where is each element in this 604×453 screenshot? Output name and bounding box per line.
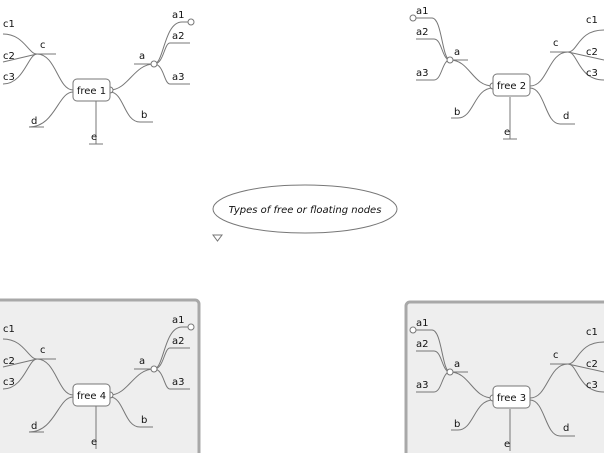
free-1-node-e[interactable]: e (91, 132, 97, 143)
free-1-root-label: free 1 (77, 86, 106, 97)
free-4-node-a3[interactable]: a3 (172, 377, 185, 388)
free-4-node-c3[interactable]: c3 (3, 377, 15, 388)
free-2-node-c2[interactable]: c2 (586, 47, 598, 58)
free-2-node-c3[interactable]: c3 (586, 68, 598, 79)
free-1-node-c2[interactable]: c2 (3, 51, 15, 62)
free-1-node-a1[interactable]: a1 (172, 10, 185, 21)
free-3-node-a2[interactable]: a2 (416, 339, 429, 350)
free-4-node-e[interactable]: e (91, 437, 97, 448)
free-2-root-node[interactable] (492, 73, 531, 97)
free-1-node-a2[interactable]: a2 (172, 31, 185, 42)
free-1-node-a[interactable]: a (139, 51, 145, 62)
free-4-root-label: free 4 (77, 391, 106, 402)
free-4-node-d[interactable]: d (31, 421, 37, 432)
fold-triangle-icon[interactable] (212, 234, 223, 242)
free-3-node-c3[interactable]: c3 (586, 380, 598, 391)
free-2-fold-circle-a1[interactable] (409, 14, 417, 22)
free-3-node-d[interactable]: d (563, 423, 569, 434)
free-4-node-c1[interactable]: c1 (3, 324, 15, 335)
free-3-node-a[interactable]: a (454, 359, 460, 370)
free-4-node-a2[interactable]: a2 (172, 336, 185, 347)
free-2-fold-circle-a[interactable] (446, 56, 454, 64)
free-2-node-a1[interactable]: a1 (416, 6, 429, 17)
free-1-group: free 1 a1 a2 a a3 b c1 c c2 c3 d e (2, 10, 195, 145)
free-3-panel (404, 300, 604, 453)
free-4-node-a1[interactable]: a1 (172, 315, 185, 326)
free-3-root-node[interactable] (492, 385, 531, 409)
free-2-node-a2[interactable]: a2 (416, 27, 429, 38)
free-1-node-c[interactable]: c (40, 40, 46, 51)
central-node-label: Types of free or floating nodes (229, 205, 382, 216)
free-3-node-e[interactable]: e (504, 439, 510, 450)
free-3-group: free 3 a1 a2 a a3 b c c1 c2 c3 d e (409, 318, 604, 451)
free-2-node-a3[interactable]: a3 (416, 68, 429, 79)
free-3-node-b[interactable]: b (454, 419, 460, 430)
free-1-fold-circle-a[interactable] (150, 60, 158, 68)
free-1-node-d[interactable]: d (31, 116, 37, 127)
free-3-fold-circle-a[interactable] (446, 368, 454, 376)
central-node-ellipse (212, 184, 398, 234)
free-3-fold-circle-a1[interactable] (409, 326, 417, 334)
free-4-node-c[interactable]: c (40, 345, 46, 356)
free-1-fold-circle-a1[interactable] (187, 18, 195, 26)
free-4-group: free 4 a1 a2 a a3 b c1 c c2 c3 d e (2, 315, 195, 449)
free-4-fold-circle-a[interactable] (150, 365, 158, 373)
free-4-node-a[interactable]: a (139, 356, 145, 367)
free-2-node-a[interactable]: a (454, 47, 460, 58)
free-3-node-c2[interactable]: c2 (586, 359, 598, 370)
free-3-node-a1[interactable]: a1 (416, 318, 429, 329)
central-node[interactable]: Types of free or floating nodes (212, 184, 398, 234)
free-3-root-label: free 3 (497, 393, 526, 404)
free-2-node-c[interactable]: c (553, 38, 559, 49)
free-4-fold-circle-a1[interactable] (187, 323, 195, 331)
free-2-root-label: free 2 (497, 81, 526, 92)
free-2-node-d[interactable]: d (563, 111, 569, 122)
free-1-root-node[interactable] (72, 78, 111, 102)
free-1-node-c1[interactable]: c1 (3, 19, 15, 30)
free-4-panel (0, 298, 201, 453)
free-2-node-c1[interactable]: c1 (586, 15, 598, 26)
free-2-node-e[interactable]: e (504, 127, 510, 138)
free-1-node-a3[interactable]: a3 (172, 72, 185, 83)
free-3-node-a3[interactable]: a3 (416, 380, 429, 391)
free-2-node-b[interactable]: b (454, 107, 460, 118)
free-4-node-c2[interactable]: c2 (3, 356, 15, 367)
free-3-node-c[interactable]: c (553, 350, 559, 361)
free-2-group: free 2 a1 a2 a a3 b c c1 c2 c3 d e (409, 6, 604, 140)
free-4-root-node[interactable] (72, 383, 111, 407)
free-1-node-c3[interactable]: c3 (3, 72, 15, 83)
free-4-node-b[interactable]: b (141, 415, 147, 426)
free-1-node-b[interactable]: b (141, 110, 147, 121)
free-3-node-c1[interactable]: c1 (586, 327, 598, 338)
